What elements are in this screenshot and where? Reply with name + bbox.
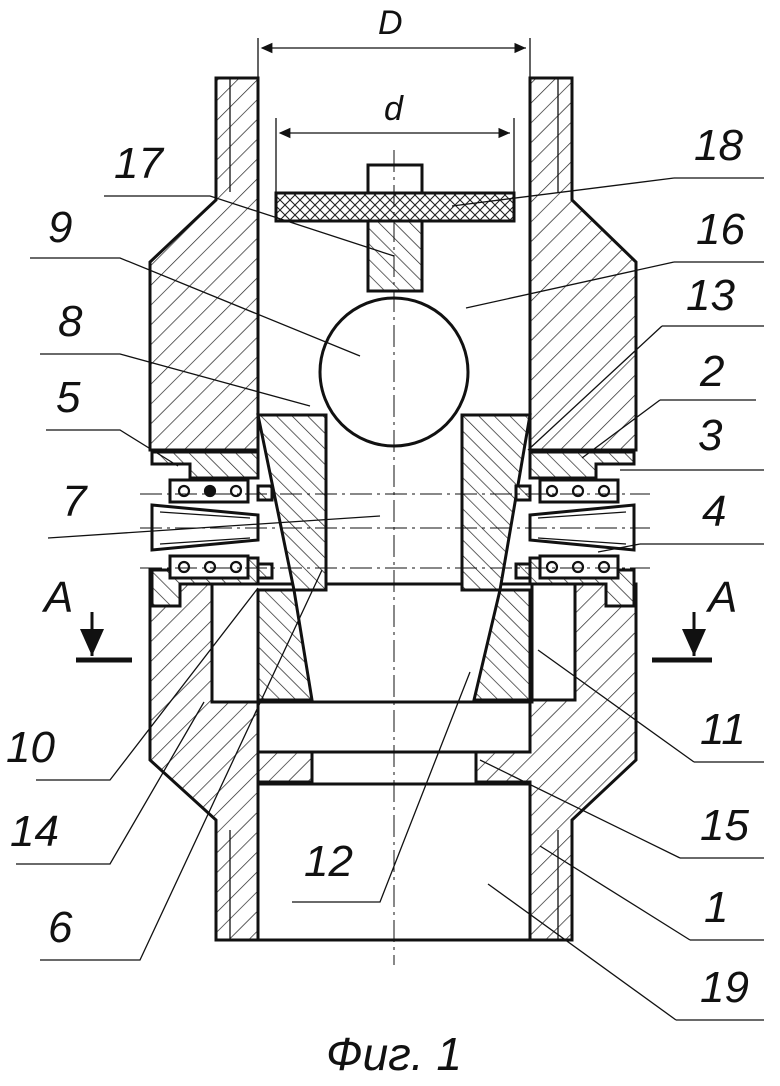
callout-4: 4: [702, 487, 726, 536]
callout-6: 6: [48, 903, 73, 952]
disk-18: [276, 193, 514, 221]
callout-5: 5: [56, 373, 81, 422]
right-nozzle-assembly: [516, 452, 634, 606]
callout-18: 18: [694, 121, 743, 170]
callout-3: 3: [698, 411, 723, 460]
callout-11: 11: [700, 705, 746, 754]
callout-2: 2: [699, 347, 724, 396]
figure-caption: Фиг. 1: [326, 1028, 462, 1080]
dim-d-label: d: [384, 90, 404, 128]
svg-text:A: A: [41, 573, 73, 622]
stem-17: [368, 221, 422, 291]
callout-1: 1: [704, 883, 728, 932]
callout-16: 16: [696, 205, 745, 254]
callout-10: 10: [6, 723, 55, 772]
callout-12: 12: [304, 837, 353, 886]
callout-8: 8: [58, 297, 83, 346]
callout-13: 13: [686, 271, 735, 320]
dimension-D: D: [258, 4, 530, 78]
stem-cap: [368, 165, 422, 193]
callout-14: 14: [10, 807, 59, 856]
callout-7: 7: [62, 477, 88, 526]
dim-D-label: D: [378, 4, 403, 42]
svg-text:A: A: [705, 573, 737, 622]
callout-17: 17: [114, 139, 164, 188]
callout-15: 15: [700, 801, 749, 850]
section-mark-left: A: [41, 573, 132, 660]
callout-9: 9: [48, 203, 72, 252]
section-mark-right: A: [652, 573, 737, 660]
left-nozzle-assembly: [152, 452, 272, 606]
callout-19: 19: [700, 963, 749, 1012]
